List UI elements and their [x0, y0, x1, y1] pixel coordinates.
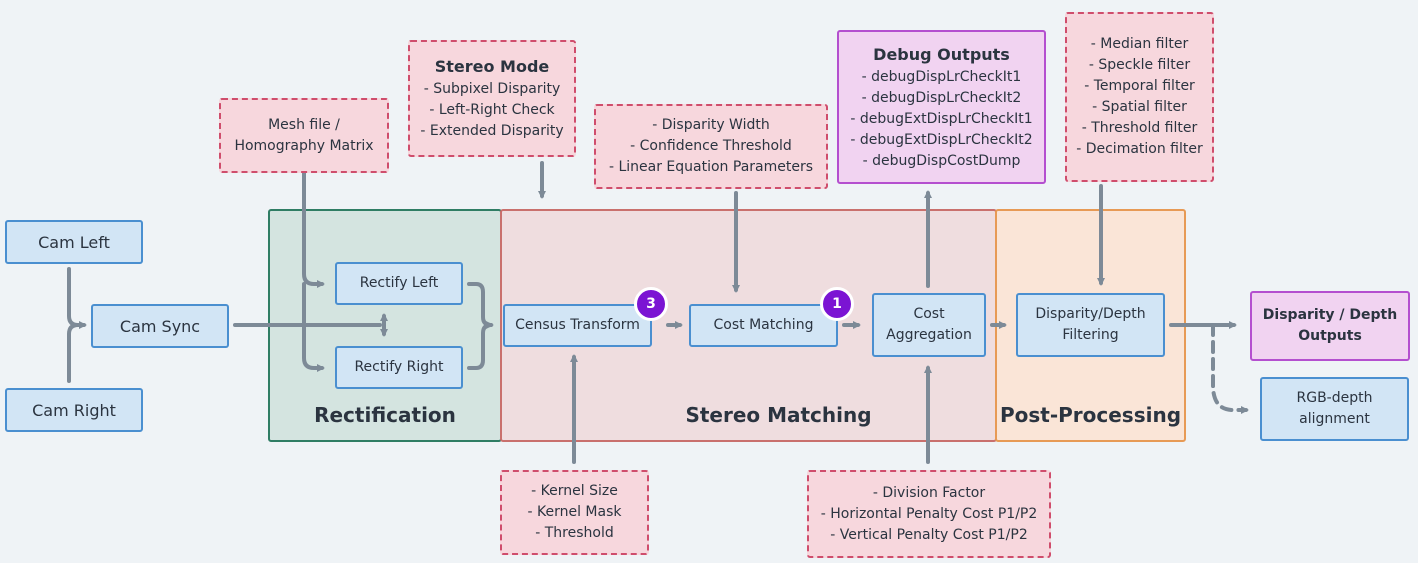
param-aggregation-item: - Division Factor [872, 484, 986, 501]
param-filter-item: - Median filter [1090, 36, 1189, 52]
param-cost-matching-item: - Disparity Width [652, 117, 770, 133]
param-filters: - Median filter - Speckle filter - Tempo… [1065, 12, 1214, 182]
badge-cost-matching: 1 [820, 287, 854, 321]
param-filter-item: - Temporal filter [1084, 78, 1195, 94]
group-title-stereo-matching: Stereo Matching [685, 403, 872, 427]
group-title-rectification: Rectification [314, 403, 456, 427]
node-cam-sync-label: Cam Sync [119, 316, 201, 336]
group-title-post-processing: Post-Processing [999, 403, 1182, 427]
param-cost-matching-item: - Confidence Threshold [630, 138, 792, 154]
param-mesh-line: Mesh file / [268, 116, 340, 133]
param-filter-item: - Decimation filter [1076, 141, 1203, 157]
debug-output-item: - debugExtDispLrCheckIt2 [850, 131, 1033, 148]
debug-output-item: - debugExtDispLrCheckIt1 [850, 110, 1033, 127]
node-rgb-alignment-label-1: RGB-depth [1296, 390, 1373, 406]
debug-outputs-title: Debug Outputs [873, 44, 1010, 64]
node-rectify-left-label: Rectify Left [359, 275, 439, 291]
node-depth-outputs[interactable]: Disparity / Depth Outputs [1250, 291, 1410, 361]
debug-output-item: - debugDispCostDump [862, 152, 1021, 169]
node-rgb-alignment[interactable]: RGB-depth alignment [1260, 377, 1409, 441]
param-census-item: - Threshold [535, 525, 614, 541]
node-depth-outputs-label-2: Outputs [1298, 328, 1362, 344]
node-census-transform[interactable]: Census Transform [503, 304, 652, 347]
node-cam-right[interactable]: Cam Right [5, 388, 143, 432]
node-rgb-alignment-label-2: alignment [1299, 411, 1370, 427]
param-census-item: - Kernel Mask [527, 504, 622, 520]
param-stereo-mode-item: - Left-Right Check [429, 102, 555, 118]
node-cam-left[interactable]: Cam Left [5, 220, 143, 264]
debug-output-item: - debugDispLrCheckIt2 [861, 89, 1022, 106]
param-aggregation-item: - Vertical Penalty Cost P1/P2 [830, 526, 1028, 543]
param-filter-item: - Threshold filter [1081, 120, 1198, 136]
node-cam-sync[interactable]: Cam Sync [91, 304, 229, 348]
param-cost-matching-item: - Linear Equation Parameters [608, 159, 814, 175]
param-stereo-mode-item: - Extended Disparity [420, 123, 564, 139]
node-disparity-filtering-label-1: Disparity/Depth [1035, 306, 1146, 322]
node-rectify-right[interactable]: Rectify Right [335, 346, 463, 389]
arrow-cam-left-to-sync [67, 267, 87, 329]
arrow-cam-right-to-sync [67, 323, 80, 383]
node-cost-matching-label: Cost Matching [713, 317, 814, 333]
param-census: - Kernel Size - Kernel Mask - Threshold [500, 470, 649, 555]
node-cost-aggregation[interactable]: Cost Aggregation [872, 293, 986, 357]
param-mesh-homography: Mesh file / Homography Matrix [219, 98, 389, 173]
node-cam-right-label: Cam Right [32, 400, 116, 420]
node-census-transform-label: Census Transform [515, 317, 640, 333]
node-depth-outputs-label-1: Disparity / Depth [1262, 307, 1398, 323]
badge-census: 3 [634, 287, 668, 321]
node-cam-left-label: Cam Left [38, 232, 110, 252]
node-cost-aggregation-label-2: Aggregation [886, 327, 972, 343]
debug-outputs-box[interactable]: Debug Outputs - debugDispLrCheckIt1 - de… [837, 30, 1046, 184]
param-stereo-mode-item: - Subpixel Disparity [423, 81, 561, 97]
debug-output-item: - debugDispLrCheckIt1 [861, 68, 1022, 85]
node-cost-matching[interactable]: Cost Matching [689, 304, 838, 347]
node-disparity-filtering[interactable]: Disparity/Depth Filtering [1016, 293, 1165, 357]
param-filter-item: - Spatial filter [1092, 99, 1187, 115]
node-cost-aggregation-label-1: Cost [913, 306, 945, 322]
param-aggregation-item: - Horizontal Penalty Cost P1/P2 [820, 505, 1038, 522]
node-rectify-right-label: Rectify Right [354, 359, 444, 375]
param-stereo-mode: Stereo Mode - Subpixel Disparity - Left-… [408, 40, 576, 157]
param-filter-item: - Speckle filter [1088, 57, 1191, 73]
param-aggregation: - Division Factor - Horizontal Penalty C… [807, 470, 1051, 558]
group-rectification: Rectification [268, 209, 502, 442]
param-census-item: - Kernel Size [531, 483, 618, 499]
node-disparity-filtering-label-2: Filtering [1062, 327, 1119, 343]
param-cost-matching: - Disparity Width - Confidence Threshold… [594, 104, 828, 189]
param-mesh-line: Homography Matrix [234, 137, 374, 154]
param-stereo-mode-title: Stereo Mode [434, 57, 550, 76]
arrow-filtering-to-rgb-alignment [1211, 323, 1249, 414]
node-rectify-left[interactable]: Rectify Left [335, 262, 463, 305]
